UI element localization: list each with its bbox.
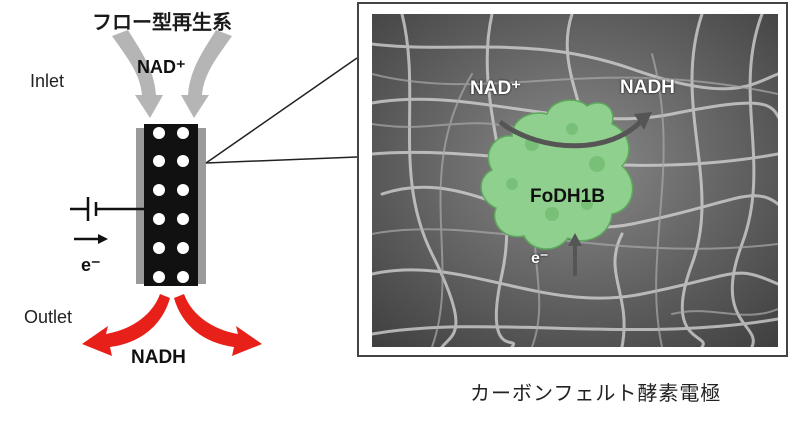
- zoom-line-bottom: [205, 156, 358, 164]
- electron-label-left: e⁻: [81, 255, 101, 275]
- outflow-arrow-left: [82, 294, 170, 356]
- carbon-felt-photo: [372, 14, 778, 347]
- nadh-label-photo: NADH: [620, 77, 675, 98]
- nad-plus-label-left: NAD⁺: [137, 57, 186, 77]
- photo-caption: カーボンフェルト酵素電極: [470, 381, 722, 405]
- flow-schematic: [70, 30, 358, 356]
- diagram-title: フロー型再生系: [92, 10, 232, 34]
- electron-label-photo: e⁻: [531, 250, 549, 267]
- reaction-arrowhead: [634, 112, 652, 130]
- electron-arrow-left: [74, 234, 108, 244]
- electrode-side-left: [136, 128, 144, 284]
- inlet-label: Inlet: [30, 71, 65, 91]
- outlet-label: Outlet: [24, 307, 73, 327]
- zoom-line-top: [205, 57, 358, 164]
- electrode-side-right: [198, 128, 206, 284]
- inflow-arrow-left: [112, 30, 163, 118]
- enzyme-surface: [480, 99, 634, 250]
- battery-icon: [70, 197, 144, 221]
- carbon-felt-fibers: [372, 14, 778, 347]
- outflow-arrow-right: [174, 294, 262, 356]
- reaction-arrow: [498, 118, 644, 149]
- nad-plus-label-photo: NAD⁺: [470, 78, 522, 99]
- electrode-pores: [153, 127, 189, 283]
- electrode-body: [144, 124, 198, 286]
- nadh-label-left: NADH: [131, 347, 186, 368]
- enzyme-label: FoDH1B: [530, 186, 605, 207]
- inflow-arrow-right: [181, 30, 232, 118]
